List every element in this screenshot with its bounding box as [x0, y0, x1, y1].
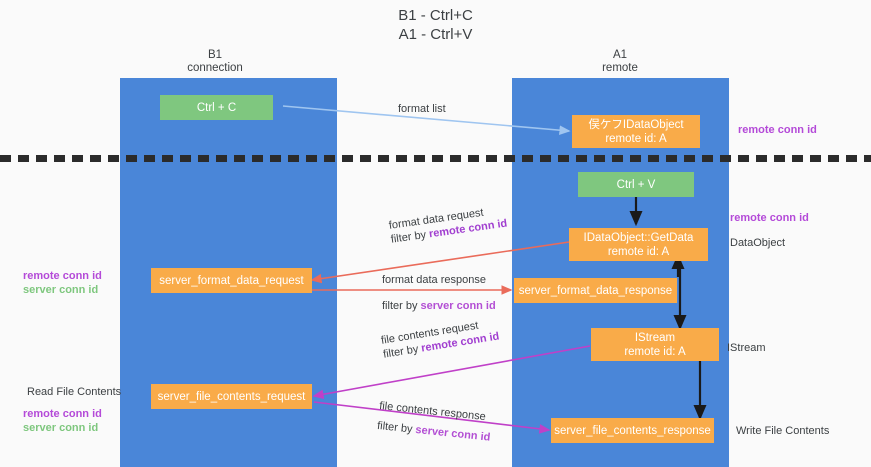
- node-idataobject[interactable]: 俣ケフIDataObject remote id: A: [572, 115, 700, 148]
- node-idataobject-getdata-label: IDataObject::GetData: [583, 231, 694, 244]
- node-istream[interactable]: IStream remote id: A: [591, 328, 719, 361]
- edge-label-file-contents-request: file contents request filter by remote c…: [380, 316, 500, 362]
- lane-header-b1: B1 connection: [155, 49, 275, 75]
- node-server-format-data-response[interactable]: server_format_data_response: [514, 278, 677, 303]
- edge-label-format-list: format list: [398, 102, 446, 116]
- note-right-write-file-contents: Write File Contents: [736, 425, 830, 437]
- edge-label-format-data-response-line2: filter by server conn id: [382, 299, 496, 313]
- lane-header-b1-line1: B1: [207, 49, 223, 61]
- node-server-file-contents-response[interactable]: server_file_contents_response: [551, 418, 714, 443]
- node-server-file-contents-response-label: server_file_contents_response: [554, 424, 711, 437]
- edge-label-format-data-request-prefix: filter by: [390, 228, 430, 246]
- phase-divider-dashed-line: [0, 155, 871, 162]
- node-ctrl-v-label: Ctrl + V: [616, 178, 656, 191]
- node-idataobject-sub: remote id: A: [605, 132, 667, 145]
- node-server-format-data-response-label: server_format_data_response: [518, 284, 673, 297]
- note-left-remote-conn-id-bottom: remote conn id: [23, 408, 102, 420]
- note-right-istream: IStream: [727, 342, 766, 354]
- lane-header-b1-line2: connection: [187, 62, 243, 74]
- note-left-server-conn-id-bottom: server conn id: [23, 422, 99, 434]
- edge-label-file-contents-response-prefix: filter by: [376, 419, 417, 436]
- node-idataobject-getdata-sub: remote id: A: [607, 245, 670, 258]
- node-istream-label: IStream: [634, 331, 676, 344]
- node-server-format-data-request-label: server_format_data_request: [159, 274, 304, 287]
- title-line-2: A1 - Ctrl+V: [398, 26, 473, 43]
- node-idataobject-label: 俣ケフIDataObject: [588, 118, 684, 131]
- edge-label-file-contents-response: file contents response filter by server …: [376, 399, 493, 445]
- note-right-remote-conn-id-mid: remote conn id: [730, 212, 809, 224]
- node-server-file-contents-request[interactable]: server_file_contents_request: [151, 384, 312, 409]
- node-istream-sub: remote id: A: [624, 345, 686, 358]
- note-right-dataobject: DataObject: [730, 237, 786, 249]
- note-left-read-file-contents: Read File Contents: [27, 386, 122, 398]
- note-right-remote-conn-id-top: remote conn id: [738, 124, 817, 136]
- edge-label-format-data-response: format data response filter by server co…: [382, 273, 496, 313]
- edge-label-format-data-request: format data request filter by remote con…: [388, 203, 508, 247]
- node-ctrl-v[interactable]: Ctrl + V: [578, 172, 694, 197]
- title-line-1: B1 - Ctrl+C: [398, 7, 473, 24]
- node-server-format-data-request[interactable]: server_format_data_request: [151, 268, 312, 293]
- edge-label-file-contents-response-highlight: server conn id: [414, 423, 491, 444]
- node-ctrl-c[interactable]: Ctrl + C: [160, 95, 273, 120]
- diagram-title: B1 - Ctrl+C A1 - Ctrl+V: [0, 6, 871, 44]
- lane-header-a1-line1: A1: [612, 49, 628, 61]
- edge-label-format-data-response-line1: format data response: [382, 274, 486, 286]
- node-server-file-contents-request-label: server_file_contents_request: [157, 390, 306, 403]
- node-idataobject-getdata[interactable]: IDataObject::GetData remote id: A: [569, 228, 708, 261]
- edge-label-format-data-response-prefix: filter by: [382, 300, 421, 312]
- note-left-server-conn-id-mid: server conn id: [23, 284, 99, 296]
- node-ctrl-c-label: Ctrl + C: [196, 101, 237, 114]
- edge-label-format-data-response-highlight: server conn id: [420, 300, 496, 312]
- note-left-remote-conn-id-mid: remote conn id: [23, 270, 102, 282]
- edge-label-format-list-line1: format list: [398, 103, 446, 115]
- lane-header-a1-line2: remote: [602, 62, 638, 74]
- lane-header-a1: A1 remote: [560, 49, 680, 75]
